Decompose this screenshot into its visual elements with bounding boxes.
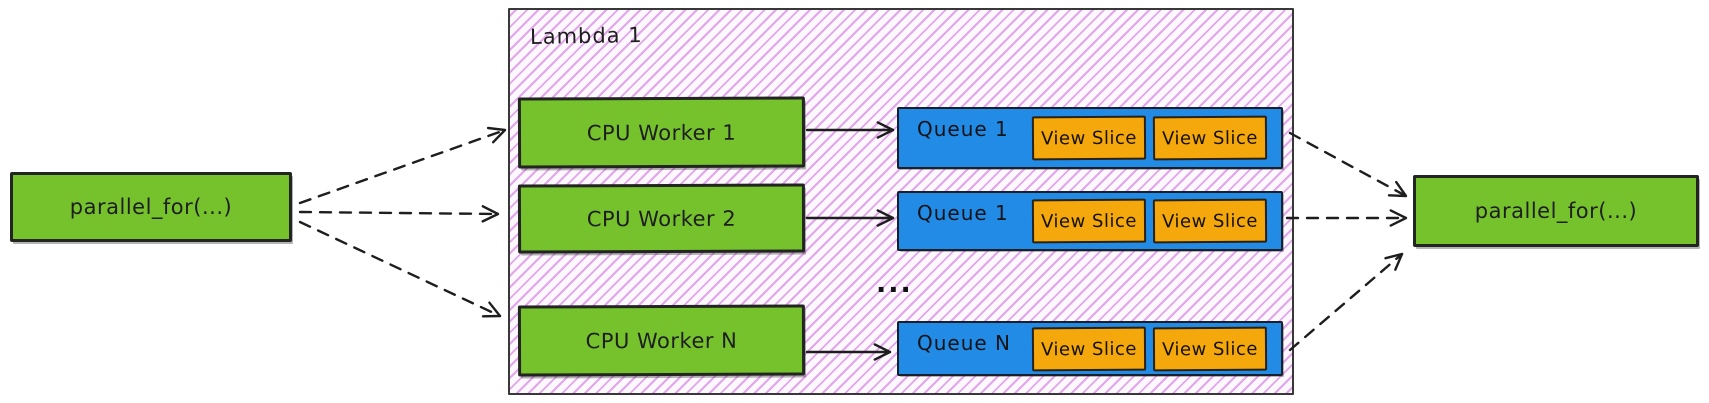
view-slice-node: View Slice [1031,198,1147,244]
view-slice-label: View Slice [1162,337,1258,360]
parallel-for-source-label: parallel_for(...) [69,195,233,219]
view-slice-node: View Slice [1031,326,1147,371]
view-slice-label: View Slice [1041,127,1137,149]
view-slice-label: View Slice [1162,210,1258,232]
parallel-for-sink-node: parallel_for(...) [1413,175,1699,247]
view-slice-node: View Slice [1031,115,1147,161]
queue-1-row2-slices: View Slice View Slice [1031,193,1268,249]
cpu-worker-2-node: CPU Worker 2 [517,183,806,254]
view-slice-label: View Slice [1041,337,1137,360]
parallel-for-source-node: parallel_for(...) [10,172,292,242]
cpu-worker-1-node: CPU Worker 1 [517,96,806,169]
cpu-worker-n-label: CPU Worker N [585,328,738,353]
queue-1-row2-node: Queue 1 View Slice View Slice [897,191,1283,251]
view-slice-node: View Slice [1152,198,1268,244]
lambda-label: Lambda 1 [529,23,643,49]
cpu-worker-n-node: CPU Worker N [517,304,806,377]
parallel-for-sink-label: parallel_for(...) [1474,199,1638,223]
queue-1-row1-node: Queue 1 View Slice View Slice [897,107,1283,169]
view-slice-label: View Slice [1162,127,1258,149]
queue-n-label: Queue N [917,331,1012,355]
view-slice-node: View Slice [1152,326,1268,371]
queue-n-node: Queue N View Slice View Slice [897,321,1283,376]
queue-1-row1-label: Queue 1 [917,117,1009,141]
queue-1-row2-label: Queue 1 [917,201,1009,225]
cpu-worker-1-label: CPU Worker 1 [586,120,737,145]
rows-ellipsis: ... [876,268,913,299]
view-slice-label: View Slice [1041,210,1137,232]
queue-n-slices: View Slice View Slice [1031,323,1268,374]
queue-1-row1-slices: View Slice View Slice [1031,109,1268,167]
cpu-worker-2-label: CPU Worker 2 [586,206,737,231]
view-slice-node: View Slice [1152,115,1268,161]
